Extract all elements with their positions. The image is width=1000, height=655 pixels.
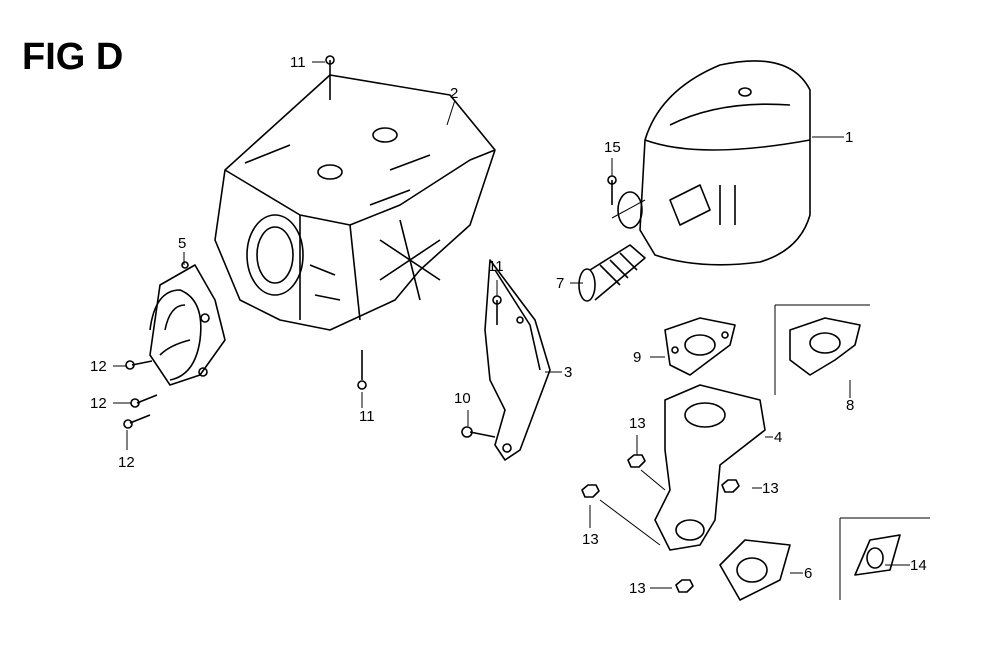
callout-1: 1 (845, 129, 854, 146)
callout-13: 13 (582, 531, 599, 548)
exhaust-manifold-part-4 (654, 384, 766, 551)
bracket-part-3 (484, 259, 551, 461)
callout-8: 8 (846, 397, 855, 414)
callout-7: 7 (556, 275, 565, 292)
callout-4: 4 (774, 429, 783, 446)
callout-13: 13 (629, 415, 646, 432)
exhaust-cover-part-5 (149, 261, 226, 386)
callout-13: 13 (762, 480, 779, 497)
callout-12: 12 (90, 395, 107, 412)
callout-15: 15 (604, 139, 621, 156)
gasket-part-6 (719, 539, 791, 601)
callout-11: 11 (488, 258, 504, 275)
callout-14: 14 (910, 557, 927, 574)
gasket-part-8 (774, 304, 870, 395)
leader-lines (113, 61, 910, 589)
gasket-part-9 (664, 317, 736, 376)
callout-9: 9 (633, 349, 642, 366)
bolt-icon (123, 55, 617, 438)
muffler-protector-part-2 (214, 74, 496, 331)
callout-12: 12 (90, 358, 107, 375)
callout-2: 2 (450, 85, 459, 102)
callout-11: 11 (290, 54, 306, 71)
muffler-part-1 (617, 60, 811, 266)
callout-11: 11 (359, 408, 375, 425)
nut-icon (581, 454, 740, 593)
figure-title: FIG D (22, 36, 124, 78)
callout-12: 12 (118, 454, 135, 471)
spark-arrester-part-7 (578, 244, 646, 302)
callout-10: 10 (454, 390, 471, 407)
gasket-part-14 (839, 517, 930, 600)
callout-5: 5 (178, 235, 187, 252)
callout-6: 6 (804, 565, 813, 582)
callout-13: 13 (629, 580, 646, 597)
callout-3: 3 (564, 364, 573, 381)
